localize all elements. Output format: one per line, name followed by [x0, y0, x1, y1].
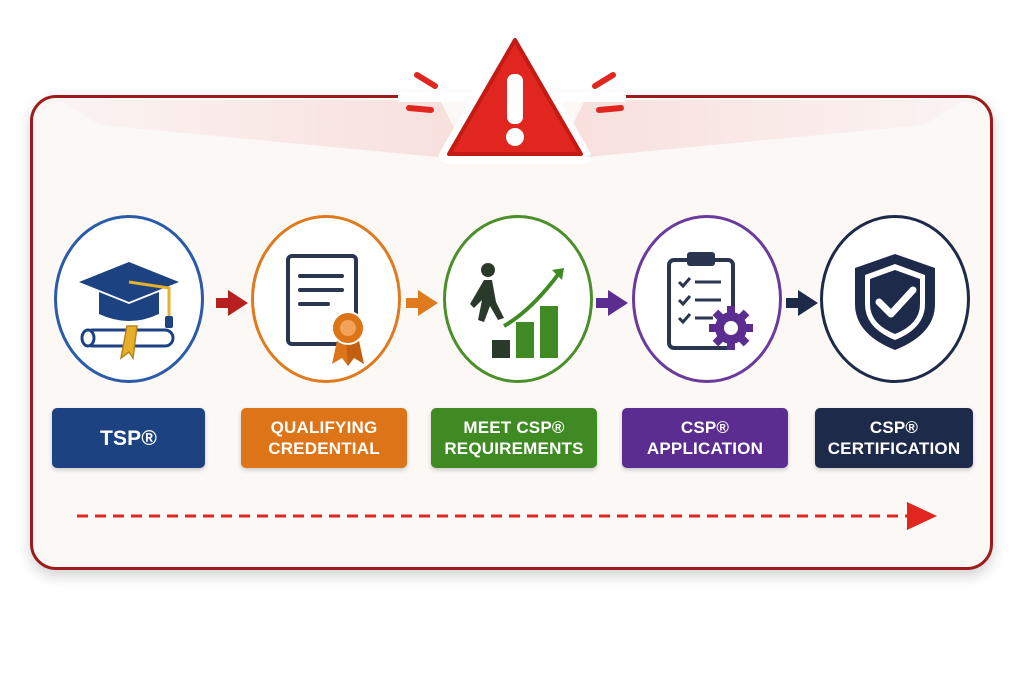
step-label-line1: MEET CSP® [463, 418, 565, 437]
step-label-line2: APPLICATION [646, 439, 764, 458]
graduation-cap-icon [79, 262, 179, 361]
step-circle-meet-requirements [443, 215, 593, 383]
chevron-arrow-icon [216, 290, 248, 316]
shield-check-icon [855, 254, 935, 350]
step-label-line1: TSP® [99, 426, 158, 450]
chevron-arrow-icon [596, 290, 628, 316]
step-label-qualifying-credential: QUALIFYING CREDENTIAL [241, 408, 407, 468]
chevron-arrow-icon [406, 290, 438, 316]
step-label-line2: CREDENTIAL [268, 439, 380, 458]
step-label-line2: CERTIFICATION [827, 439, 961, 458]
step-label-line1: CSP® [869, 418, 919, 437]
step-circle-certification [820, 215, 970, 383]
step-label-line2: REQUIREMENTS [444, 439, 584, 458]
gear-icon [709, 306, 753, 350]
step-label-tsp: TSP® [52, 408, 205, 468]
dashed-arrow-icon [77, 502, 937, 530]
step-label-meet-requirements: MEET CSP® REQUIREMENTS [431, 408, 597, 468]
step-label-certification: CSP® CERTIFICATION [815, 408, 973, 468]
clipboard-gear-icon [667, 252, 753, 350]
growth-stairs-icon [470, 263, 564, 358]
certificate-icon [286, 254, 365, 366]
step-circle-tsp [54, 215, 204, 383]
step-label-line1: QUALIFYING [270, 418, 378, 437]
warning-triangle-icon [406, 30, 624, 164]
step-label-application: CSP® APPLICATION [622, 408, 788, 468]
warning-rays [406, 72, 624, 113]
step-label-line1: CSP® [680, 418, 730, 437]
chevron-arrow-icon [786, 290, 818, 316]
step-circle-application [632, 215, 782, 383]
step-circle-qualifying-credential [251, 215, 401, 383]
